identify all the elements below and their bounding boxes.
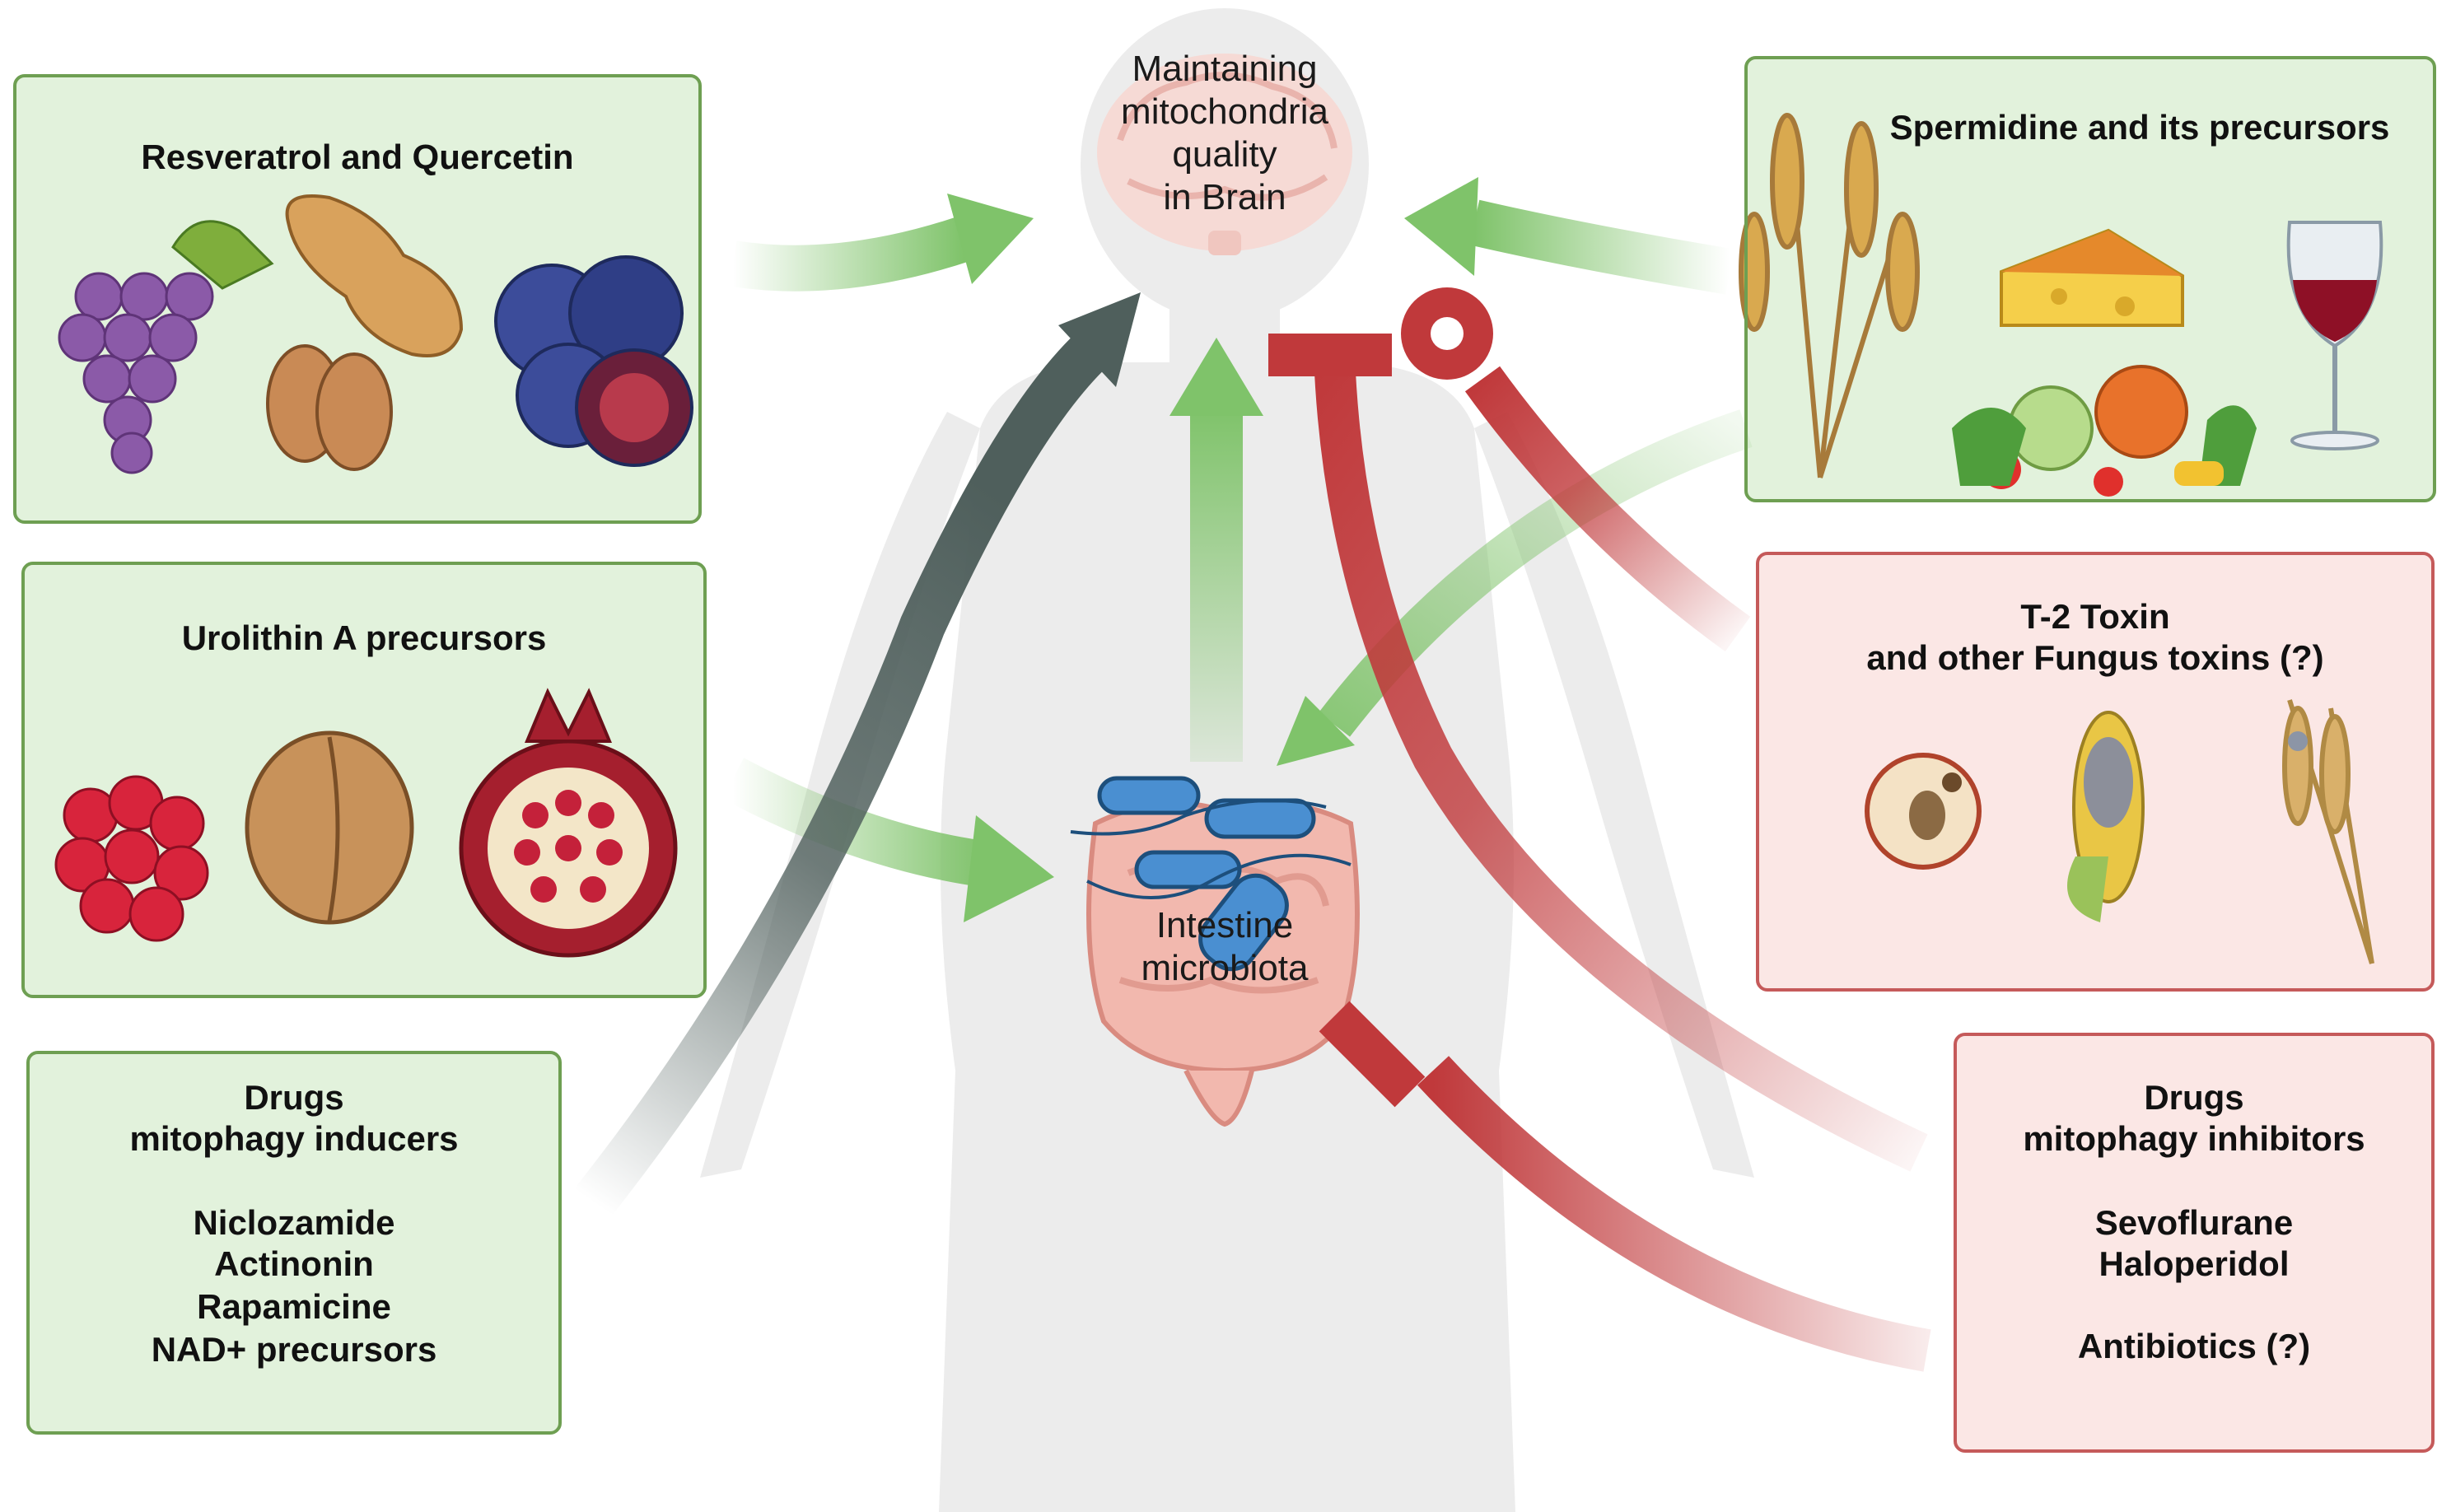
spermidine-title: Spermidine and its precursors — [1889, 108, 2390, 147]
walnut-icon — [245, 730, 414, 925]
drugs-inhibitors-line: Haloperidol — [2099, 1244, 2290, 1283]
moldy-corn-icon — [2067, 711, 2145, 922]
intestine-label: Intestine microbiota — [1093, 904, 1356, 990]
brain-label-line: mitochondria — [1121, 91, 1328, 132]
t2toxin-line: T-2 Toxin — [2020, 597, 2170, 636]
raspberry-icon — [54, 775, 209, 942]
brain-label: Maintaining mitochondria quality in Brai… — [1093, 48, 1356, 219]
cheese-icon — [2000, 228, 2184, 327]
arrow-spermidine-to-brain — [1404, 177, 1734, 295]
inhibit-drugs-to-brain — [1268, 334, 1928, 1172]
drugs-inhibitors-line: Antibiotics (?) — [2077, 1327, 2311, 1365]
moldy-wheat-icon — [2282, 699, 2374, 964]
t2toxin-box: T-2 Toxin and other Fungus toxins (?) — [1756, 552, 2435, 992]
drugs-inducers-line: Niclozamide — [193, 1203, 395, 1242]
arrow-resveratrol-to-brain — [729, 194, 1034, 292]
resveratrol-title: Resveratrol and Quercetin — [141, 138, 574, 176]
drugs-inhibitors-line: Sevoflurane — [2094, 1203, 2294, 1242]
grapes-icon — [58, 220, 274, 474]
resveratrol-box: Resveratrol and Quercetin — [13, 74, 702, 524]
drugs-inhibitors-line: Drugs — [2144, 1078, 2244, 1117]
drugs-inducers-line: mitophagy inducers — [129, 1119, 459, 1158]
drugs-inducers-box: Drugs mitophagy inducers Niclozamide Act… — [26, 1051, 562, 1435]
intestine-label-line: Intestine — [1155, 905, 1294, 945]
brain-icon — [1097, 54, 1352, 255]
wheat-icon — [1739, 113, 1920, 478]
drugs-inducers-line: NAD+ precursors — [151, 1330, 437, 1369]
inhibit-t2toxin-to-brain — [1401, 287, 1751, 652]
urolithin-title: Urolithin A precursors — [181, 618, 547, 657]
almonds-icon — [266, 344, 393, 471]
brain-label-line: quality — [1172, 134, 1277, 175]
moldy-apple-icon — [1865, 753, 1982, 870]
t2toxin-line: and other Fungus toxins (?) — [1866, 638, 2324, 677]
intestine-label-line: microbiota — [1141, 948, 1309, 988]
drugs-inhibitors-box: Drugs mitophagy inhibitors Sevoflurane H… — [1954, 1033, 2435, 1453]
brain-label-line: Maintaining — [1132, 49, 1318, 89]
drugs-inducers-line: Drugs — [244, 1078, 344, 1117]
spermidine-box: Spermidine and its precursors — [1744, 56, 2436, 502]
bacteria-icon — [1097, 776, 1316, 972]
arrow-urolithin-to-intestine — [721, 758, 1054, 922]
drugs-inducers-line: Rapamicine — [197, 1287, 391, 1326]
vegetables-icon — [1952, 365, 2257, 497]
urolithin-box: Urolithin A precursors — [21, 562, 707, 998]
arrow-drugs-inducers-to-brain — [575, 292, 1141, 1217]
peanut-icon — [285, 194, 464, 357]
blueberries-icon — [494, 255, 693, 467]
inhibit-antibiotics-to-intestine — [1319, 1001, 1931, 1372]
drugs-inducers-line: Actinonin — [214, 1244, 374, 1283]
brain-label-line: in Brain — [1163, 177, 1286, 217]
arrow-intestine-to-brain — [1169, 338, 1263, 762]
pomegranate-icon — [459, 688, 678, 958]
wine-glass-icon — [2286, 221, 2383, 450]
drugs-inhibitors-line: mitophagy inhibitors — [2023, 1119, 2365, 1158]
